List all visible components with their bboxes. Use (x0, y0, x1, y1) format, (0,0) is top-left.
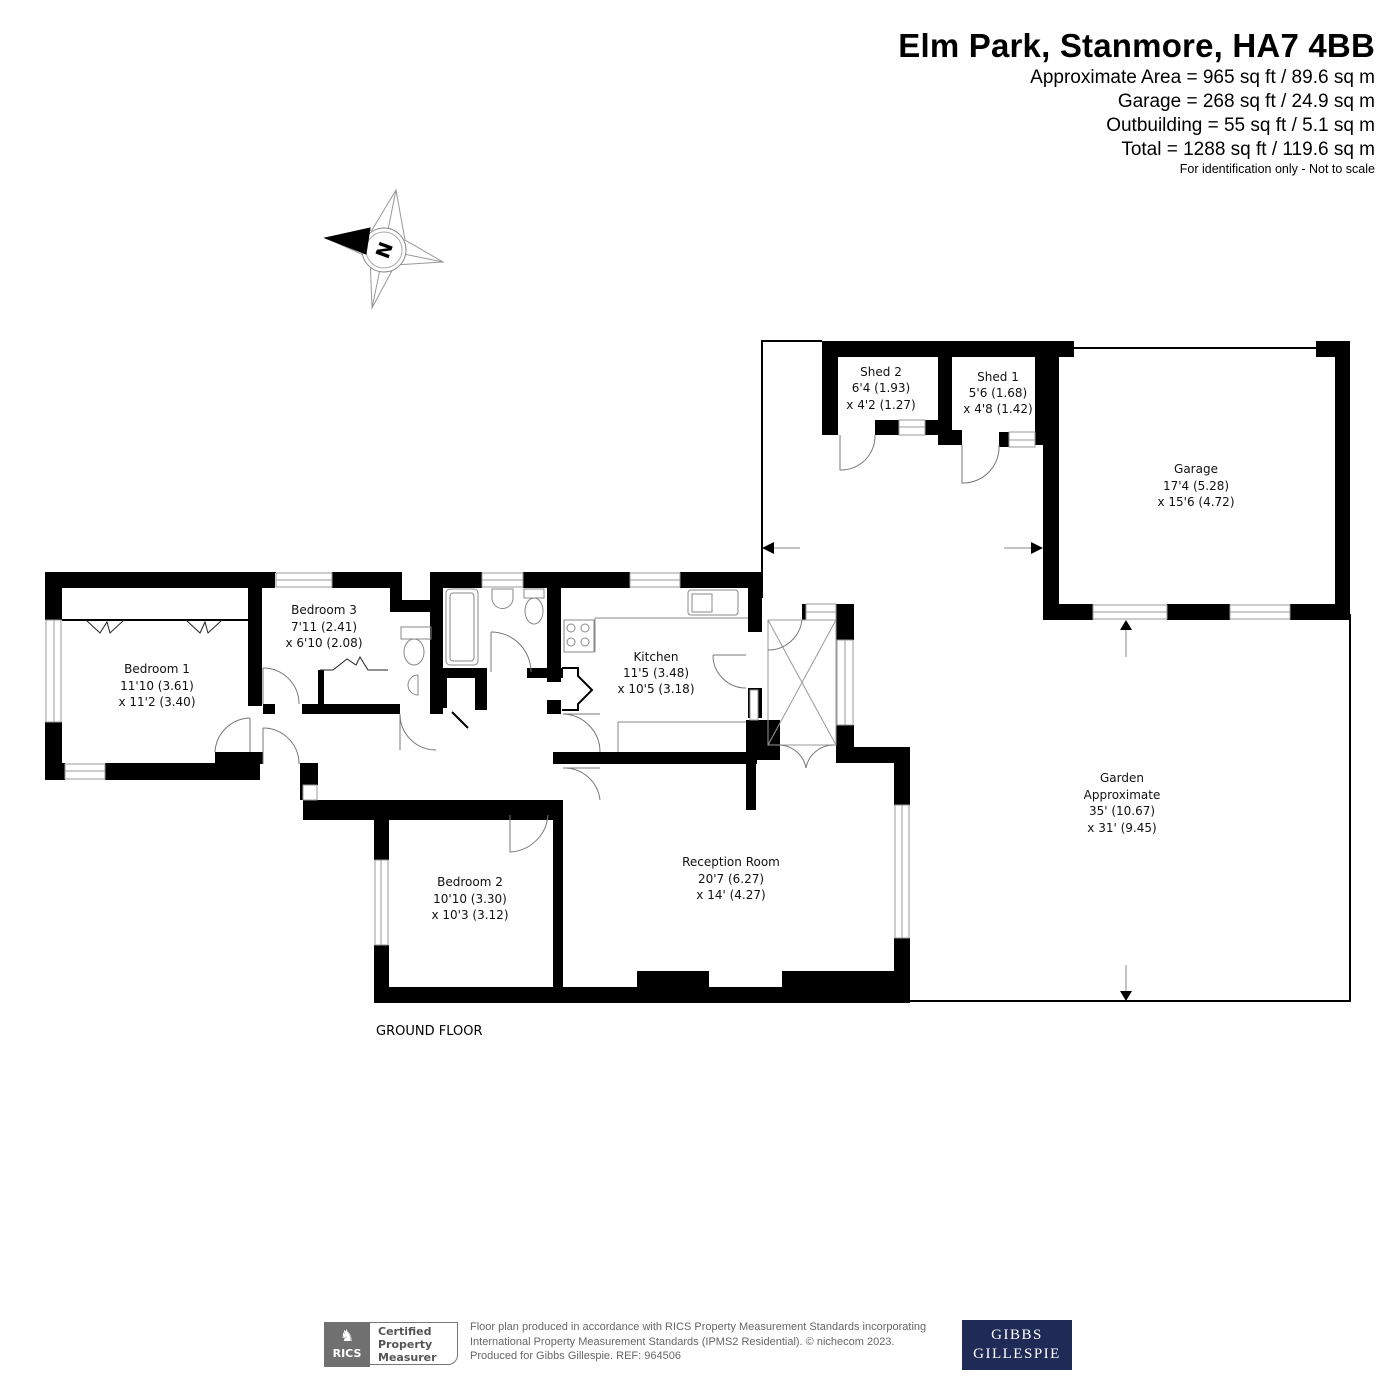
svg-text:Reception Room: Reception Room (682, 855, 780, 869)
svg-text:Bedroom 3: Bedroom 3 (291, 603, 357, 617)
svg-text:x 6'10 (2.08): x 6'10 (2.08) (285, 636, 362, 650)
svg-text:Garage: Garage (1174, 462, 1218, 476)
total-area: Total = 1288 sq ft / 119.6 sq m (1121, 139, 1375, 160)
room-garden: Garden Approximate 35' (10.67) x 31' (9.… (1084, 771, 1161, 835)
svg-text:11'10 (3.61): 11'10 (3.61) (120, 679, 194, 693)
room-garage: Garage 17'4 (5.28) x 15'6 (4.72) (1157, 462, 1234, 509)
room-bedroom3: Bedroom 3 7'11 (2.41) x 6'10 (2.08) (285, 603, 362, 650)
svg-text:x 4'8 (1.42): x 4'8 (1.42) (963, 402, 1032, 416)
doors (214, 434, 1000, 853)
svg-text:Kitchen: Kitchen (633, 650, 678, 664)
cert-line: Measurer (378, 1351, 437, 1364)
svg-text:7'11 (2.41): 7'11 (2.41) (291, 620, 357, 634)
footer-line: International Property Measurement Stand… (470, 1335, 895, 1348)
svg-text:N: N (372, 239, 398, 261)
cert-line: Certified (378, 1325, 432, 1338)
fixtures (62, 588, 748, 752)
footer-line: Produced for Gibbs Gillespie. REF: 96450… (470, 1350, 681, 1362)
svg-text:Bedroom 2: Bedroom 2 (437, 875, 503, 889)
room-bedroom2: Bedroom 2 10'10 (3.30) x 10'3 (3.12) (431, 875, 508, 922)
svg-text:20'7 (6.27): 20'7 (6.27) (698, 872, 764, 886)
svg-text:x 4'2 (1.27): x 4'2 (1.27) (846, 398, 915, 412)
room-shed2: Shed 2 6'4 (1.93) x 4'2 (1.27) (846, 365, 915, 412)
rics-lion-icon: ♞ (339, 1326, 355, 1345)
property-title: Elm Park, Stanmore, HA7 4BB (898, 27, 1375, 64)
brand-line: GIBBS (991, 1327, 1043, 1343)
svg-text:x 10'5 (3.18): x 10'5 (3.18) (617, 682, 694, 696)
floor-label: GROUND FLOOR (376, 1024, 483, 1039)
scale-note: For identification only - Not to scale (1179, 162, 1375, 176)
svg-text:35' (10.67): 35' (10.67) (1089, 804, 1155, 818)
svg-text:11'5 (3.48): 11'5 (3.48) (623, 666, 689, 680)
room-reception: Reception Room 20'7 (6.27) x 14' (4.27) (682, 855, 780, 902)
outbuilding-area: Outbuilding = 55 sq ft / 5.1 sq m (1106, 115, 1375, 136)
rics-logo: ♞ RICS (324, 1322, 370, 1367)
windows (45, 419, 1291, 946)
svg-text:5'6 (1.68): 5'6 (1.68) (969, 386, 1027, 400)
svg-text:6'4 (1.93): 6'4 (1.93) (852, 381, 910, 395)
svg-text:Shed 2: Shed 2 (860, 365, 902, 379)
svg-text:x 10'3 (3.12): x 10'3 (3.12) (431, 908, 508, 922)
brand-line: GILLESPIE (973, 1346, 1061, 1362)
approx-area: Approximate Area = 965 sq ft / 89.6 sq m (1030, 67, 1375, 88)
room-shed1: Shed 1 5'6 (1.68) x 4'8 (1.42) (963, 370, 1032, 416)
svg-text:x 31' (9.45): x 31' (9.45) (1087, 821, 1156, 835)
compass-north-icon: N (323, 188, 445, 310)
plan-footer: ♞ RICS Certified Property Measurer Floor… (324, 1320, 1074, 1370)
svg-text:Bedroom 1: Bedroom 1 (124, 662, 190, 676)
svg-text:x 11'2 (3.40): x 11'2 (3.40) (118, 695, 195, 709)
garage-area: Garage = 268 sq ft / 24.9 sq m (1117, 91, 1375, 112)
svg-text:Garden: Garden (1100, 771, 1144, 785)
dimension-arrows (762, 542, 1132, 1001)
svg-text:10'10 (3.30): 10'10 (3.30) (433, 892, 507, 906)
rics-label: RICS (332, 1347, 362, 1360)
svg-text:x 14' (4.27): x 14' (4.27) (696, 888, 765, 902)
svg-text:17'4 (5.28): 17'4 (5.28) (1163, 479, 1229, 493)
svg-text:Shed 1: Shed 1 (977, 370, 1019, 384)
cert-line: Property (378, 1338, 433, 1351)
room-kitchen: Kitchen 11'5 (3.48) x 10'5 (3.18) (617, 650, 694, 696)
svg-text:x 15'6 (4.72): x 15'6 (4.72) (1157, 495, 1234, 509)
walls (45, 341, 1350, 1003)
certified-measurer-badge: Certified Property Measurer (370, 1322, 458, 1365)
plan-header: Elm Park, Stanmore, HA7 4BB Approximate … (898, 26, 1375, 177)
garden-boundary (761, 340, 1351, 1002)
gibbs-gillespie-logo: GIBBS GILLESPIE (962, 1320, 1072, 1370)
room-bedroom1: Bedroom 1 11'10 (3.61) x 11'2 (3.40) (118, 662, 195, 709)
footer-line: Floor plan produced in accordance with R… (470, 1321, 927, 1333)
footer-disclaimer: Floor plan produced in accordance with R… (470, 1320, 926, 1364)
svg-text:Approximate: Approximate (1084, 788, 1161, 802)
